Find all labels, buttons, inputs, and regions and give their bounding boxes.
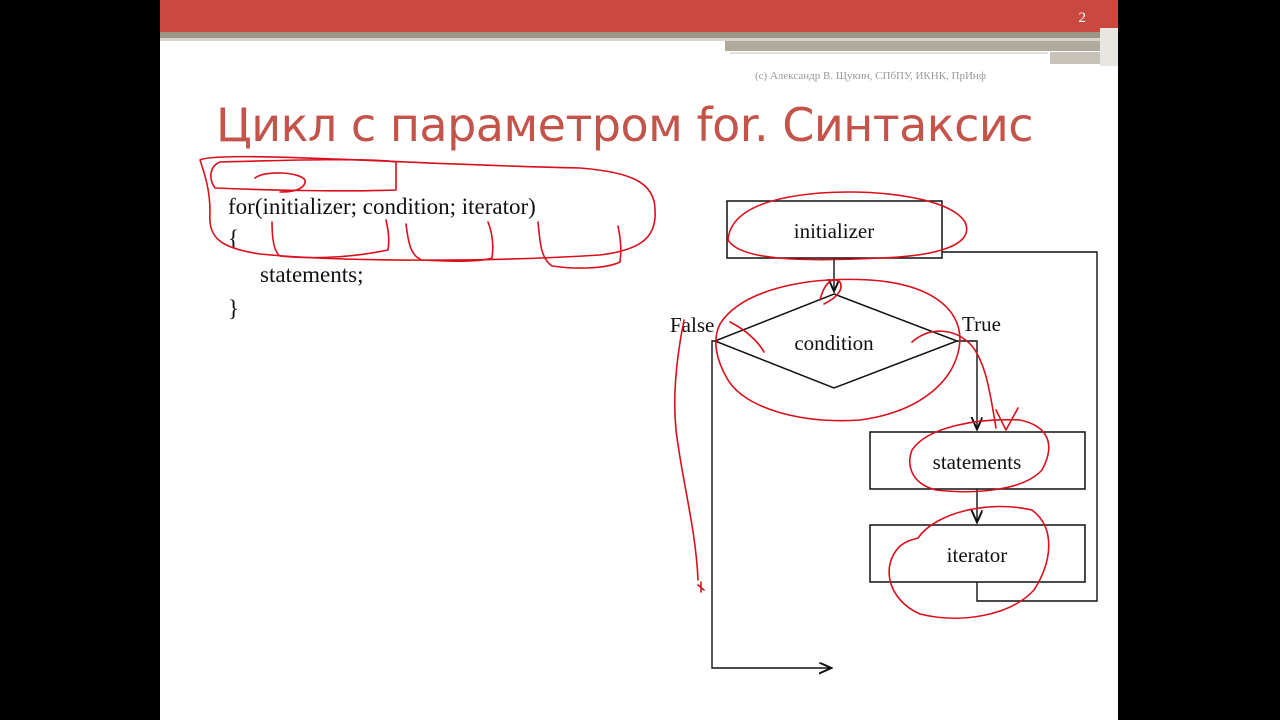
ink-true-arrowhead bbox=[995, 407, 1019, 431]
ink-bracket-initializer bbox=[271, 219, 390, 259]
ink-circle-iterator bbox=[888, 505, 1050, 619]
slide: 2 (c) Александр В. Щукин, СПбПУ, ИКНК, П… bbox=[160, 0, 1118, 720]
code-line-open-brace: { bbox=[228, 226, 240, 251]
header-shadow-decoration bbox=[160, 28, 1118, 66]
arrow-true-to-statements bbox=[957, 340, 977, 428]
slide-title: Цикл с параметром for. Синтаксис bbox=[216, 98, 1034, 152]
slide-header-bar: 2 bbox=[160, 0, 1118, 32]
flowchart: initializer condition statements iterato… bbox=[199, 155, 1098, 720]
ink-circle-condition bbox=[715, 278, 961, 422]
slide-number: 2 bbox=[1078, 10, 1087, 26]
ink-loop-for-statement bbox=[199, 155, 656, 261]
ink-circle-statements bbox=[909, 418, 1050, 493]
true-label: True bbox=[962, 312, 1001, 336]
copyright-note: (c) Александр В. Щукин, СПбПУ, ИКНК, ПрИ… bbox=[755, 70, 986, 82]
code-line-close-brace: } bbox=[228, 296, 240, 321]
condition-diamond bbox=[712, 293, 960, 389]
ink-arrowhead-condition bbox=[819, 279, 842, 305]
ink-circle-initializer bbox=[727, 191, 968, 261]
initializer-label: initializer bbox=[794, 219, 874, 243]
loop-back-line bbox=[942, 251, 1098, 602]
ink-plus-mark bbox=[697, 581, 705, 593]
ink-bracket-condition bbox=[405, 221, 494, 263]
ink-false-path bbox=[673, 319, 699, 581]
false-label: False bbox=[670, 313, 714, 337]
ink-box-title-area bbox=[210, 158, 397, 192]
code-line-statements: statements; bbox=[260, 262, 364, 287]
ink-annotations bbox=[199, 155, 1050, 619]
ink-bracket-iterator bbox=[537, 221, 622, 269]
ink-tick-condition bbox=[729, 321, 765, 353]
arrow-false-exit bbox=[711, 340, 830, 668]
ink-squiggle bbox=[254, 172, 306, 193]
condition-label: condition bbox=[794, 331, 874, 355]
iterator-label: iterator bbox=[947, 543, 1008, 567]
statements-label: statements bbox=[933, 450, 1022, 474]
ink-true-path bbox=[911, 330, 997, 429]
code-line-for: for(initializer; condition; iterator) bbox=[228, 194, 536, 219]
